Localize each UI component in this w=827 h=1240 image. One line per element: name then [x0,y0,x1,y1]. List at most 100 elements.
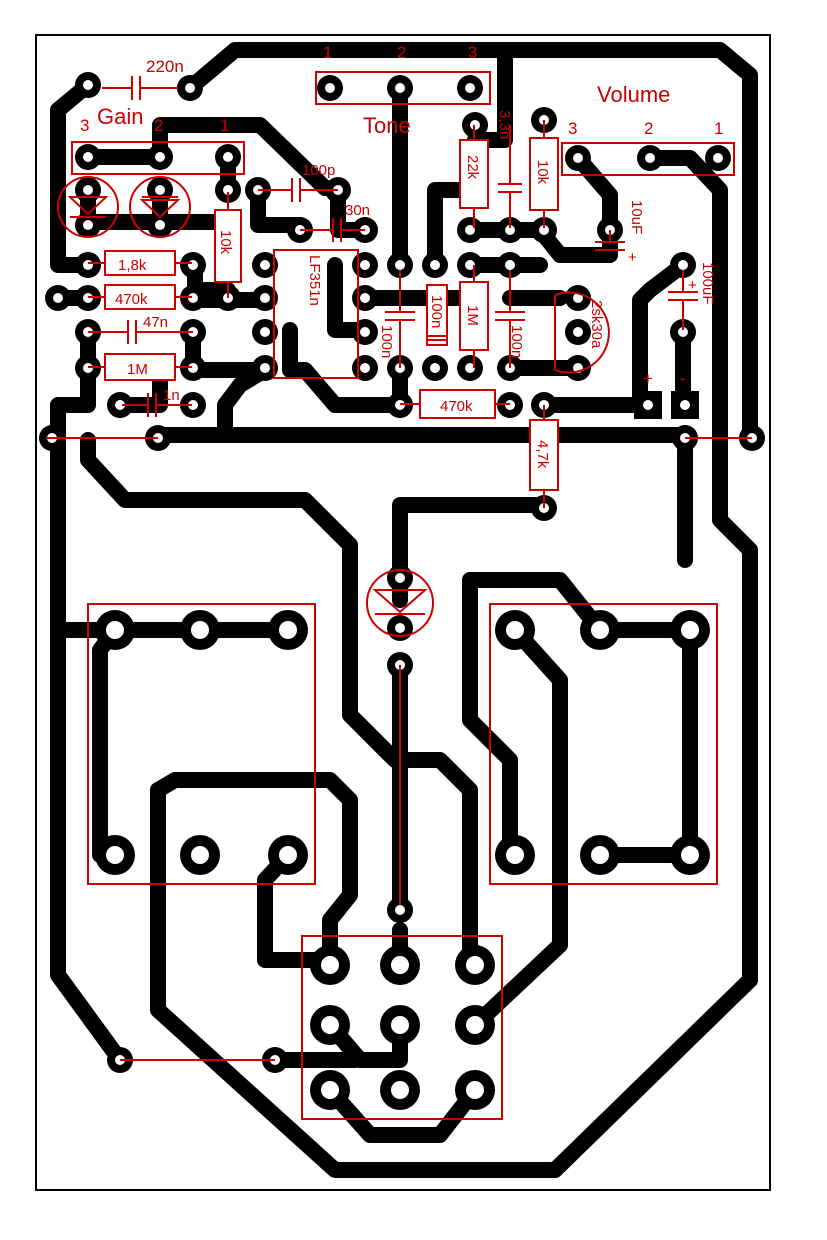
large-solder-pad-hole [506,846,524,864]
solder-pad-hole [83,80,93,90]
large-solder-pad-hole [466,956,484,974]
solder-pad-hole [395,905,405,915]
solder-pad-hole [260,260,270,270]
large-solder-pad-hole [106,846,124,864]
label-power-minus: - [680,369,686,388]
solder-pad-hole [430,363,440,373]
solder-pad-hole [713,153,723,163]
solder-pad-hole [395,573,405,583]
power-pad-hole [643,400,653,410]
solder-pad-hole [360,327,370,337]
label-10k-right: 10k [534,160,551,185]
label-100uf: 100uF [699,262,716,305]
volume-label: Volume [597,82,670,107]
solder-pad-hole [360,260,370,270]
large-solder-pad-hole [321,1081,339,1099]
large-solder-pad-hole [106,621,124,639]
solder-pad-hole [505,225,515,235]
solder-pad-hole [223,152,233,162]
label-220n: 220n [146,57,184,76]
label-22k: 22k [464,155,481,180]
solder-pad-hole [185,83,195,93]
power-pad-hole [680,400,690,410]
large-solder-pad-hole [191,846,209,864]
label-1-8k: 1,8k [118,257,147,274]
label-100n-a: 100n [378,325,395,358]
solder-pad-hole [115,400,125,410]
large-solder-pad-hole [681,621,699,639]
silkscreen [46,71,752,1120]
solder-pad-hole [678,260,688,270]
label-47n: 47n [143,314,168,331]
label-470k-bottom: 470k [440,398,473,415]
label-4-7k: 4,7k [534,440,551,469]
solder-pad-hole [645,153,655,163]
solder-pad-hole [53,293,63,303]
large-solder-pad-hole [466,1016,484,1034]
solder-pad-hole [83,152,93,162]
gain-pin-3: 3 [80,116,89,135]
tone-pin-3: 3 [468,43,477,62]
solder-pad-hole [505,260,515,270]
label-10uf: 10uF [628,200,645,234]
label-100u-mid: 100n [428,295,445,328]
pads [39,72,765,1110]
solder-pad-hole [465,260,475,270]
large-solder-pad-hole [391,956,409,974]
solder-pad-hole [188,363,198,373]
solder-pad-hole [360,363,370,373]
label-10uf-plus: + [628,249,637,266]
labels: 220n 3 Gain 2 1 1 2 3 Tone Volume 3 2 1 … [80,43,723,469]
solder-pad-hole [83,260,93,270]
label-100n-c: 100n [508,325,525,358]
solder-pad-hole [155,152,165,162]
solder-pad-hole [325,83,335,93]
label-100p: 100p [302,162,335,179]
label-1n: 1n [163,387,180,404]
volume-pin-1: 1 [714,119,723,138]
label-10k-left: 10k [217,230,234,255]
large-solder-pad-hole [506,621,524,639]
solder-pad-hole [83,220,93,230]
solder-pad-hole [430,260,440,270]
tone-pin-1: 1 [323,43,332,62]
solder-pad-hole [223,185,233,195]
solder-pad-hole [188,293,198,303]
large-solder-pad-hole [681,846,699,864]
solder-pad-hole [83,185,93,195]
solder-pad-hole [395,83,405,93]
board-outline [35,34,771,1191]
large-solder-pad-hole [279,846,297,864]
solder-pad-hole [539,225,549,235]
label-3-3n: 3,3n [496,110,513,139]
large-solder-pad-hole [391,1016,409,1034]
label-470k-left: 470k [115,291,148,308]
volume-pin-3: 3 [568,119,577,138]
solder-pad-hole [260,363,270,373]
solder-pad-hole [465,225,475,235]
solder-pad-hole [573,293,583,303]
label-power-plus: + [643,369,653,388]
large-solder-pad-hole [191,621,209,639]
large-solder-pad-hole [321,1016,339,1034]
tone-label: Tone [363,113,411,138]
solder-pad-hole [188,400,198,410]
solder-pad-hole [155,185,165,195]
label-30n: 30n [345,202,370,219]
large-solder-pad-hole [466,1081,484,1099]
solder-pad-hole [360,293,370,303]
gain-pin-2: 2 [154,116,163,135]
solder-pad-hole [260,327,270,337]
label-1m-mid: 1M [464,305,481,326]
label-transistor: 2sk30a [588,300,605,349]
large-solder-pad-hole [591,621,609,639]
gain-label: Gain [97,104,143,129]
volume-pin-2: 2 [644,119,653,138]
solder-pad-hole [465,363,475,373]
tone-pin-2: 2 [397,43,406,62]
solder-pad-hole [573,153,583,163]
solder-pad-hole [678,327,688,337]
large-solder-pad-hole [321,956,339,974]
large-solder-pad-hole [591,846,609,864]
